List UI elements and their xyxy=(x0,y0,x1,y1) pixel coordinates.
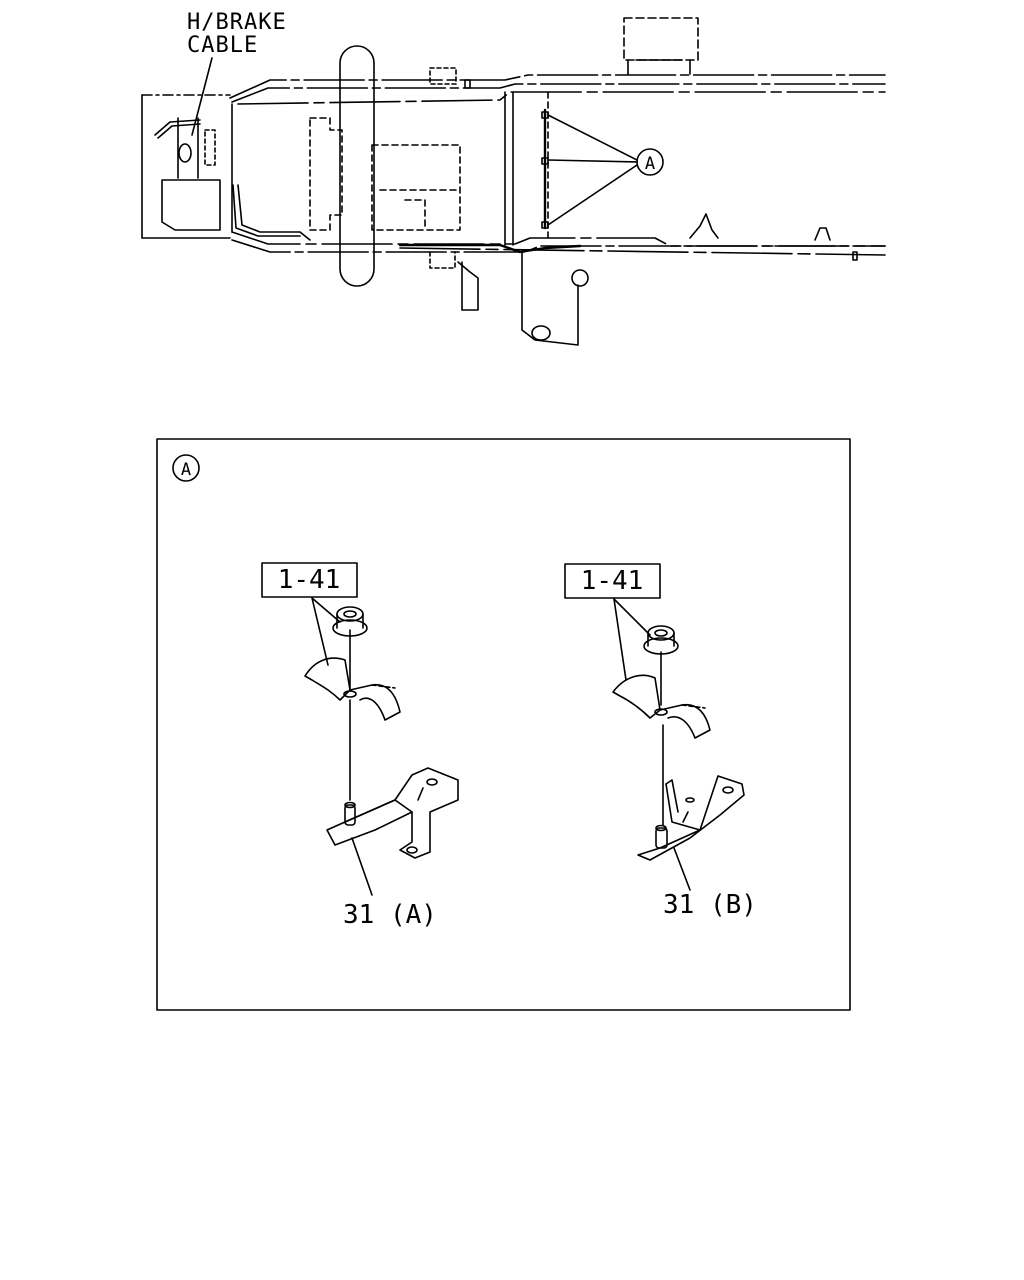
frame-rail-upper xyxy=(229,74,886,105)
bracket-31A xyxy=(326,767,459,859)
part-label-31B: 31 (B) xyxy=(663,890,757,920)
assembly-31A xyxy=(261,562,459,896)
detail-A-frame xyxy=(156,438,851,1011)
ref-box-right xyxy=(564,563,661,599)
part-leader-left xyxy=(351,837,373,896)
bracket-31B xyxy=(637,775,745,861)
callout-A-leaders xyxy=(547,114,638,226)
hand-brake-cable-run xyxy=(154,108,582,254)
rear-end-box xyxy=(141,94,231,239)
ref-leaders-right xyxy=(613,598,651,681)
detail-A-callout-circle xyxy=(172,454,200,482)
ref-leaders-left xyxy=(311,597,341,666)
frame-rail-lower xyxy=(231,231,886,256)
fuel-tank-outline xyxy=(309,117,461,231)
assembly-31B xyxy=(564,563,745,891)
flange-nut-right xyxy=(643,625,679,655)
detail-A-callout-letter: A xyxy=(181,460,191,480)
clip-upper xyxy=(464,79,471,89)
cable-label-line1: H/BRAKE xyxy=(187,10,287,35)
frame-crossmember xyxy=(231,91,549,246)
cable-clip-right xyxy=(612,674,711,739)
part-leader-right xyxy=(673,847,691,891)
spare-tire xyxy=(339,45,375,287)
ref-box-left xyxy=(261,562,358,598)
battery-box xyxy=(623,17,699,75)
ref-label-right: 1-41 xyxy=(581,566,644,596)
cable-label-line2: CABLE xyxy=(187,33,258,58)
lower-brackets xyxy=(429,251,589,346)
rail-brackets-right xyxy=(689,213,858,261)
flange-nut-left xyxy=(332,606,368,637)
ref-label-left: 1-41 xyxy=(278,565,341,595)
chassis-top-view xyxy=(141,17,886,346)
callout-A-circle-top xyxy=(636,148,664,176)
part-label-31A: 31 (A) xyxy=(343,900,437,930)
cable-label-leader xyxy=(191,57,213,136)
cable-clip-left xyxy=(304,657,401,721)
bracket-upper-small xyxy=(429,67,457,85)
bolt-axis-right xyxy=(660,651,664,826)
callout-A-letter-top: A xyxy=(645,154,655,174)
